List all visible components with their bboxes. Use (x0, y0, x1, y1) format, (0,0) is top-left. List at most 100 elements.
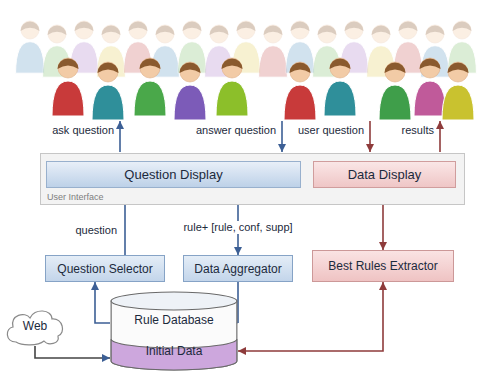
flow-arrow (238, 282, 383, 351)
person-head (453, 21, 471, 39)
person-hair (102, 26, 121, 35)
person-body (178, 42, 207, 73)
person-head (330, 58, 350, 78)
node-text: Rule Database (110, 313, 238, 327)
person-hair (372, 26, 391, 35)
person-figure (174, 62, 206, 120)
person-figure (442, 62, 474, 120)
person-hair (290, 63, 311, 74)
person-body (92, 85, 124, 120)
person-head (345, 21, 363, 39)
person-hair (58, 59, 79, 69)
person-body (174, 85, 206, 120)
cloud-outline (7, 311, 62, 345)
flow-arrow (237, 282, 239, 323)
database-cylinder: Rule DatabaseInitial Data (110, 291, 238, 371)
person-head (426, 25, 444, 43)
process-box: Data Aggregator (183, 255, 293, 282)
person-figure (379, 62, 411, 120)
flow-arrow (35, 346, 110, 358)
person-head (291, 21, 309, 39)
cylinder-shape (110, 291, 238, 371)
person-head (183, 21, 201, 39)
interface-panel: User Interface Question Display Data Displ… (40, 153, 465, 205)
person-body (414, 81, 446, 116)
person-hair (453, 22, 472, 31)
person-head (420, 58, 440, 78)
person-body (448, 42, 477, 73)
person-hair (129, 22, 148, 31)
person-head (102, 25, 120, 43)
person-body (286, 42, 315, 73)
node-text: Question Display (124, 168, 222, 182)
edge-label: question (73, 224, 119, 237)
node-text: Question Selector (57, 262, 152, 276)
person-head (129, 21, 147, 39)
person-head (264, 25, 282, 43)
person-head (98, 62, 118, 82)
person-figure (414, 58, 446, 116)
person-head (448, 62, 468, 82)
person-head (290, 62, 310, 82)
person-figure (216, 58, 248, 116)
person-hair (21, 22, 40, 31)
person-hair (210, 26, 229, 35)
person-figure (421, 25, 450, 77)
person-body (216, 81, 248, 116)
node-text: Data Aggregator (194, 262, 281, 276)
person-figure (448, 21, 477, 73)
edge-label: rule+ [rule, conf, supp] (181, 221, 294, 234)
person-body (324, 81, 356, 116)
person-body (16, 42, 45, 73)
person-hair (291, 22, 310, 31)
web-cloud: Web (4, 306, 66, 346)
person-hair (222, 59, 243, 69)
node-text: Data Display (348, 168, 422, 182)
person-hair (420, 59, 441, 69)
person-body (259, 46, 288, 77)
cylinder-body (111, 301, 237, 370)
node-text: Web (23, 319, 47, 333)
person-hair (448, 63, 469, 74)
person-hair (48, 26, 67, 35)
person-hair (156, 26, 175, 35)
person-head (318, 25, 336, 43)
person-hair (98, 63, 119, 74)
person-head (399, 21, 417, 39)
people-group (16, 21, 477, 120)
person-hair (330, 59, 351, 69)
person-head (58, 58, 78, 78)
person-head (21, 21, 39, 39)
user-question-arrow (369, 121, 371, 152)
person-head (372, 25, 390, 43)
flow-label: ask question (52, 124, 114, 137)
person-hair (140, 59, 161, 69)
person-hair (183, 22, 202, 31)
answer-arrow (281, 121, 283, 152)
person-head (156, 25, 174, 43)
person-head (222, 58, 242, 78)
person-head (75, 21, 93, 39)
person-head (140, 58, 160, 78)
person-hair (399, 22, 418, 31)
person-hair (385, 63, 406, 74)
person-head (385, 62, 405, 82)
person-figure (52, 58, 84, 116)
person-head (180, 62, 200, 82)
panel-label: User Interface (47, 192, 104, 202)
person-hair (180, 63, 201, 74)
person-head (48, 25, 66, 43)
cylinder-top (111, 292, 237, 310)
person-body (134, 81, 166, 116)
person-hair (237, 22, 256, 31)
process-box: Question Selector (45, 255, 165, 282)
display-box: Data Display (313, 161, 456, 188)
person-figure (16, 21, 45, 73)
person-figure (286, 21, 315, 73)
person-hair (75, 22, 94, 31)
person-figure (92, 62, 124, 120)
person-body (284, 85, 316, 120)
flow-arrow (95, 282, 110, 323)
flow-label: results (402, 124, 434, 137)
person-hair (318, 26, 337, 35)
